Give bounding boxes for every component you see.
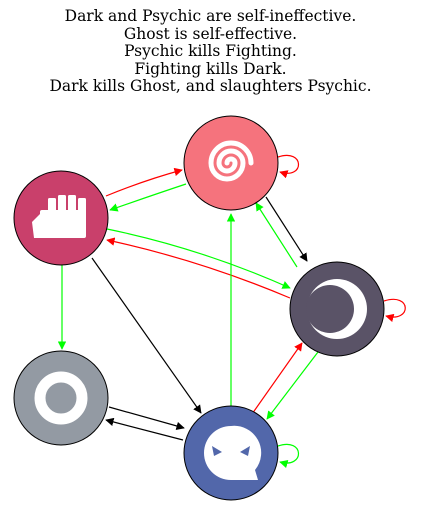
- caption-line-4: Fighting kills Dark.: [134, 59, 287, 78]
- caption-line-1: Dark and Psychic are self-ineffective.: [64, 7, 357, 25]
- edge-dark-to-fighting: [106, 237, 291, 299]
- edge-dark-to-psychic: [255, 202, 298, 268]
- ghost-face-icon: [204, 425, 262, 480]
- diagram-caption: Dark and Psychic are self-ineffective. G…: [0, 7, 421, 96]
- node-normal: [13, 350, 109, 446]
- psychic-spiral-icon: [208, 140, 254, 182]
- edge-normal-to-ghost: [108, 406, 185, 431]
- node-psychic: [183, 115, 279, 211]
- edge-dark-self: [383, 298, 406, 323]
- edge-psychic-to-dark: [265, 196, 308, 262]
- edge-dark-to-ghost: [266, 351, 319, 420]
- caption-line-2: Ghost is self-effective.: [123, 24, 298, 43]
- edge-ghost-to-dark: [251, 342, 303, 415]
- edge-psychic-to-fighting: [109, 183, 187, 212]
- caption-line-3: Psychic kills Fighting.: [124, 42, 297, 60]
- normal-ring-icon: [34, 371, 88, 425]
- edge-fighting-to-ghost: [91, 257, 202, 414]
- node-ghost: [183, 405, 279, 501]
- fighting-fist-icon: [32, 195, 86, 238]
- edge-fighting-to-dark: [106, 228, 291, 289]
- edge-fighting-to-psychic: [105, 167, 183, 197]
- caption-line-5: Dark kills Ghost, and slaughters Psychic…: [49, 77, 372, 95]
- edge-ghost-to-normal: [105, 417, 184, 441]
- dark-moon-icon: [306, 279, 367, 339]
- edge-ghost-self: [277, 443, 300, 469]
- node-fighting: [13, 170, 109, 266]
- edge-psychic-self: [277, 154, 300, 179]
- node-dark: [289, 261, 385, 357]
